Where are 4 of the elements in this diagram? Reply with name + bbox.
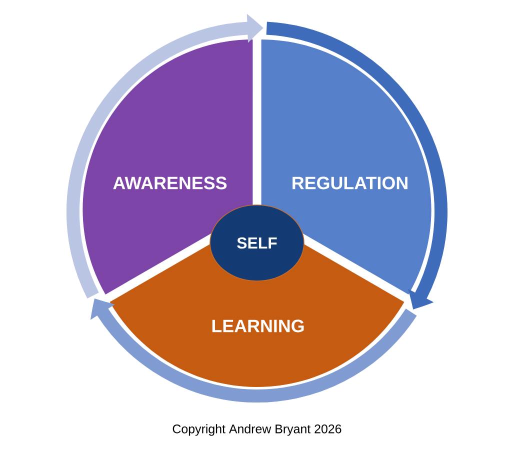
cycle-arrow (66, 16, 262, 298)
copyright-note: Copyright Andrew Bryant 2026 (172, 424, 342, 436)
cycle-arrow (266, 22, 448, 309)
cycle-arrow (91, 299, 417, 402)
